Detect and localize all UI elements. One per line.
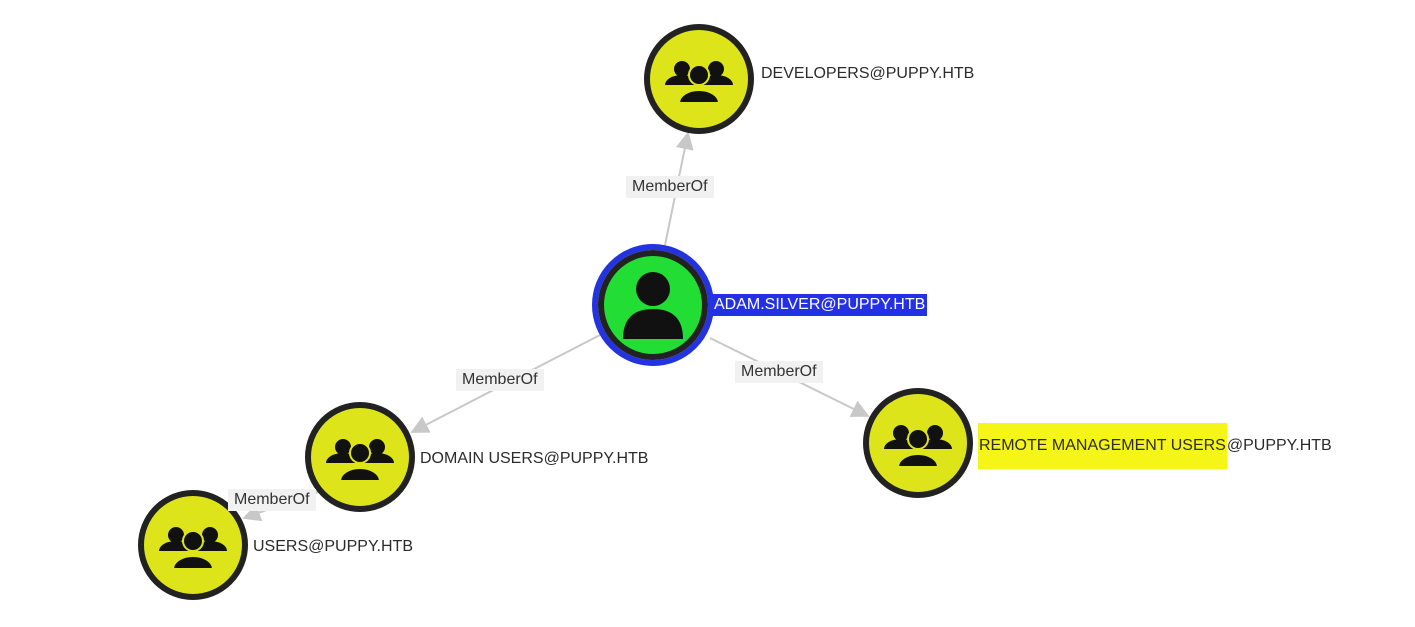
node-label-developers[interactable]: DEVELOPERS@PUPPY.HTB [761,65,975,82]
node-label-users[interactable]: USERS@PUPPY.HTB [253,538,413,555]
user-icon [623,272,683,339]
group-icon [665,61,733,104]
label-domain-suffix: @PUPPY.HTB [1226,437,1332,454]
node-developers[interactable] [644,24,754,134]
edge-label-domain-users-users: MemberOf [228,489,316,511]
label-highlight: REMOTE MANAGEMENT USERS [978,423,1227,469]
group-icon [326,439,394,482]
group-icon [884,425,952,468]
node-adam-silver[interactable] [592,244,714,366]
edge-label-adam-domain-users: MemberOf [456,369,544,391]
node-label-adam-silver[interactable]: ADAM.SILVER@PUPPY.HTB [712,294,928,316]
node-remote-management-users[interactable] [863,388,973,498]
node-label-remote-management-users[interactable]: REMOTE MANAGEMENT USERS@PUPPY.HTB [978,423,1332,469]
group-icon [159,527,227,570]
edge-label-adam-developers: MemberOf [626,176,714,198]
node-domain-users[interactable] [305,402,415,512]
node-label-domain-users[interactable]: DOMAIN USERS@PUPPY.HTB [420,450,649,467]
edge-label-adam-remote-management-users: MemberOf [735,361,823,383]
node-users[interactable] [138,490,248,600]
